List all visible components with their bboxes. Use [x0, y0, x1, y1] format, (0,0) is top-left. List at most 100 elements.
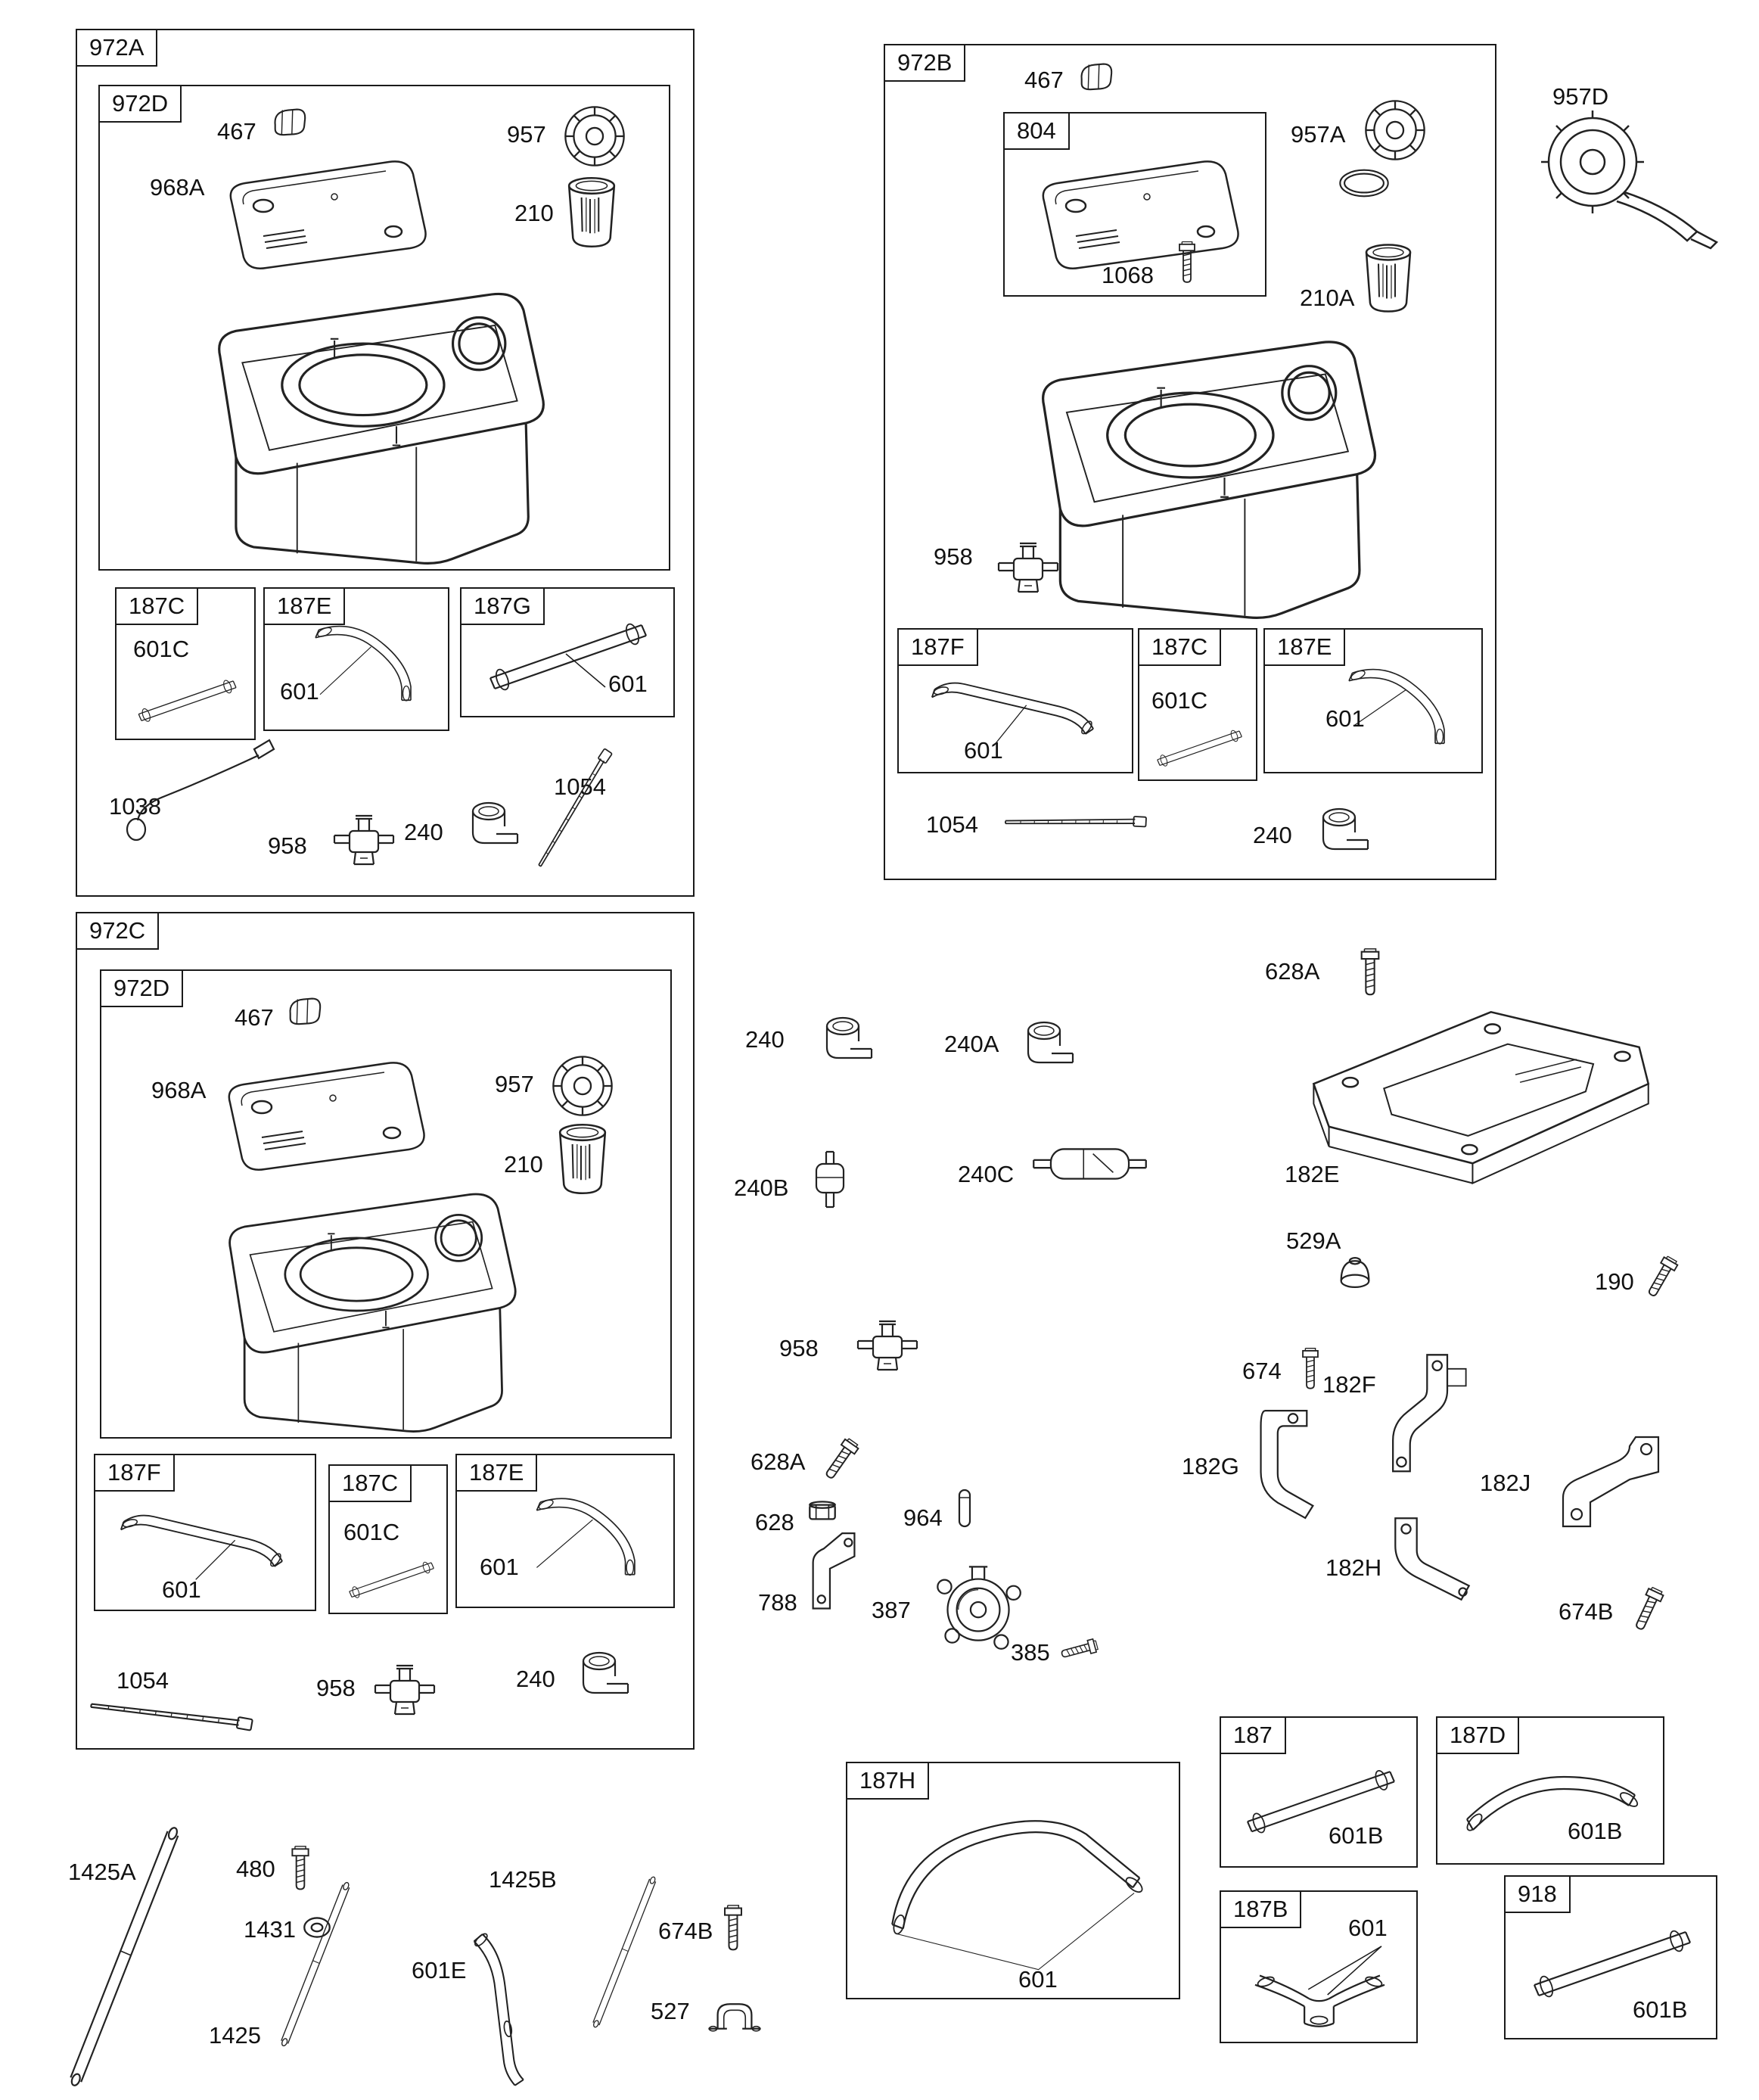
group-972C-label: 972C: [76, 912, 160, 950]
callout-601: 601: [162, 1576, 201, 1603]
inline-fuel-filter-icon: [1027, 1140, 1152, 1187]
nut-icon: [805, 1498, 840, 1526]
elbow-fitting-icon: [457, 796, 525, 853]
callout-601: 601: [280, 678, 319, 705]
fuel-tank-icon: [153, 247, 576, 565]
group-187E-label: 187E: [455, 1454, 538, 1492]
box-187: 187 601B: [1220, 1716, 1418, 1868]
bracket-icon: [797, 1526, 867, 1633]
group-972C-972D-box: 972D 467 968A 957 210: [100, 969, 672, 1439]
group-972C-187F-box: 187F 601: [94, 1454, 316, 1611]
callout-210: 210: [514, 200, 554, 226]
fuel-hose-icon: [1150, 714, 1248, 778]
callout-601E: 601E: [412, 1957, 467, 1983]
callout-182G: 182G: [1182, 1453, 1239, 1479]
group-804-label: 804: [1003, 112, 1070, 150]
callout-628A: 628A: [751, 1448, 806, 1475]
callout-958: 958: [779, 1335, 819, 1361]
callout-385: 385: [1011, 1639, 1050, 1666]
screw-icon: [1639, 1252, 1683, 1303]
callout-240A: 240A: [944, 1031, 999, 1057]
callout-601C: 601C: [1151, 687, 1208, 714]
callout-1425B: 1425B: [489, 1866, 557, 1893]
callout-601: 601: [1325, 705, 1365, 732]
callout-182H: 182H: [1325, 1554, 1382, 1581]
box-187D: 187D 601B: [1436, 1716, 1664, 1865]
callout-601: 601: [1018, 1966, 1058, 1993]
group-187F-label: 187F: [897, 628, 978, 666]
fuel-hose-icon: [1338, 648, 1474, 763]
fuel-hose-icon: [1242, 1946, 1397, 2037]
box-187D-label: 187D: [1436, 1716, 1520, 1754]
callout-957: 957: [507, 121, 546, 148]
group-187C-label: 187C: [1138, 628, 1222, 666]
group-972D-label: 972D: [100, 969, 184, 1007]
group-972B-804-box: 804: [1003, 112, 1266, 297]
box-187B-label: 187B: [1220, 1890, 1302, 1928]
fuel-valve-icon: [366, 1660, 442, 1724]
elbow-fitting-icon: [811, 1011, 879, 1068]
callout-240: 240: [516, 1666, 555, 1692]
fuel-hose-icon: [477, 604, 658, 702]
callout-958: 958: [316, 1675, 356, 1701]
callout-674B: 674B: [1559, 1598, 1614, 1625]
tube-icon: [576, 1810, 664, 2094]
callout-1431: 1431: [244, 1916, 296, 1943]
group-187G-label: 187G: [460, 587, 545, 625]
group-972A-187C-box: 187C 601C: [115, 587, 256, 740]
grommet-icon: [1332, 1250, 1378, 1293]
group-972B-187E-box: 187E 601: [1263, 628, 1483, 773]
callout-958: 958: [268, 832, 307, 859]
fuel-cap-icon: [1360, 95, 1430, 165]
group-972A-187G-box: 187G 601: [460, 587, 675, 717]
fuel-valve-icon: [849, 1315, 925, 1380]
callout-958: 958: [934, 543, 973, 570]
callout-1425: 1425: [209, 2022, 261, 2049]
callout-190: 190: [1595, 1268, 1634, 1295]
callout-601B: 601B: [1568, 1818, 1623, 1844]
fuel-hose-icon: [914, 655, 1126, 747]
callout-387: 387: [872, 1597, 911, 1623]
cable-tie-icon: [83, 1682, 260, 1744]
callout-480: 480: [236, 1856, 275, 1882]
group-187E-label: 187E: [1263, 628, 1346, 666]
tube-icon: [39, 1822, 194, 2091]
callout-601C: 601C: [133, 636, 190, 662]
callout-1425A: 1425A: [68, 1859, 136, 1885]
callout-240: 240: [404, 819, 443, 845]
callout-527: 527: [651, 1998, 690, 2024]
callout-968A: 968A: [150, 174, 205, 201]
callout-1054: 1054: [117, 1667, 169, 1694]
fuel-tank-icon: [150, 1153, 566, 1433]
box-187-label: 187: [1220, 1716, 1286, 1754]
box-187H: 187H 601: [846, 1762, 1180, 1999]
callout-957A: 957A: [1291, 121, 1346, 148]
fuel-hose-icon: [855, 1790, 1174, 1989]
fuel-cap-icon: [560, 101, 629, 171]
o-ring-icon: [1335, 165, 1394, 201]
group-972A-187E-box: 187E 601: [263, 587, 449, 731]
group-972D-label: 972D: [98, 85, 182, 123]
fuel-hose-icon: [525, 1475, 665, 1596]
tank-lid-icon: [1026, 144, 1253, 280]
pin-icon: [955, 1485, 974, 1532]
callout-968A: 968A: [151, 1077, 207, 1103]
group-972A-box: 972A 972D 467 957 968A 210 187C 601C 187…: [76, 29, 695, 897]
box-187B: 187B 601: [1220, 1890, 1418, 2043]
elbow-fitting-icon: [1307, 802, 1375, 859]
screw-icon: [1176, 239, 1198, 286]
fuel-hose-icon: [458, 1921, 543, 2095]
elbow-fitting-icon: [1012, 1016, 1080, 1072]
callout-674: 674: [1242, 1358, 1282, 1384]
fuel-gauge-wire-icon: [120, 733, 278, 846]
screw-icon: [1057, 1635, 1100, 1666]
fuel-hose-icon: [342, 1546, 440, 1610]
callout-210A: 210A: [1300, 285, 1355, 311]
group-187C-label: 187C: [328, 1464, 412, 1502]
screw-icon: [720, 1904, 746, 1952]
screw-icon: [816, 1433, 864, 1486]
bracket-icon: [1383, 1506, 1483, 1613]
fuel-cap-tether-icon: [1534, 107, 1739, 251]
callout-467: 467: [235, 1004, 274, 1031]
